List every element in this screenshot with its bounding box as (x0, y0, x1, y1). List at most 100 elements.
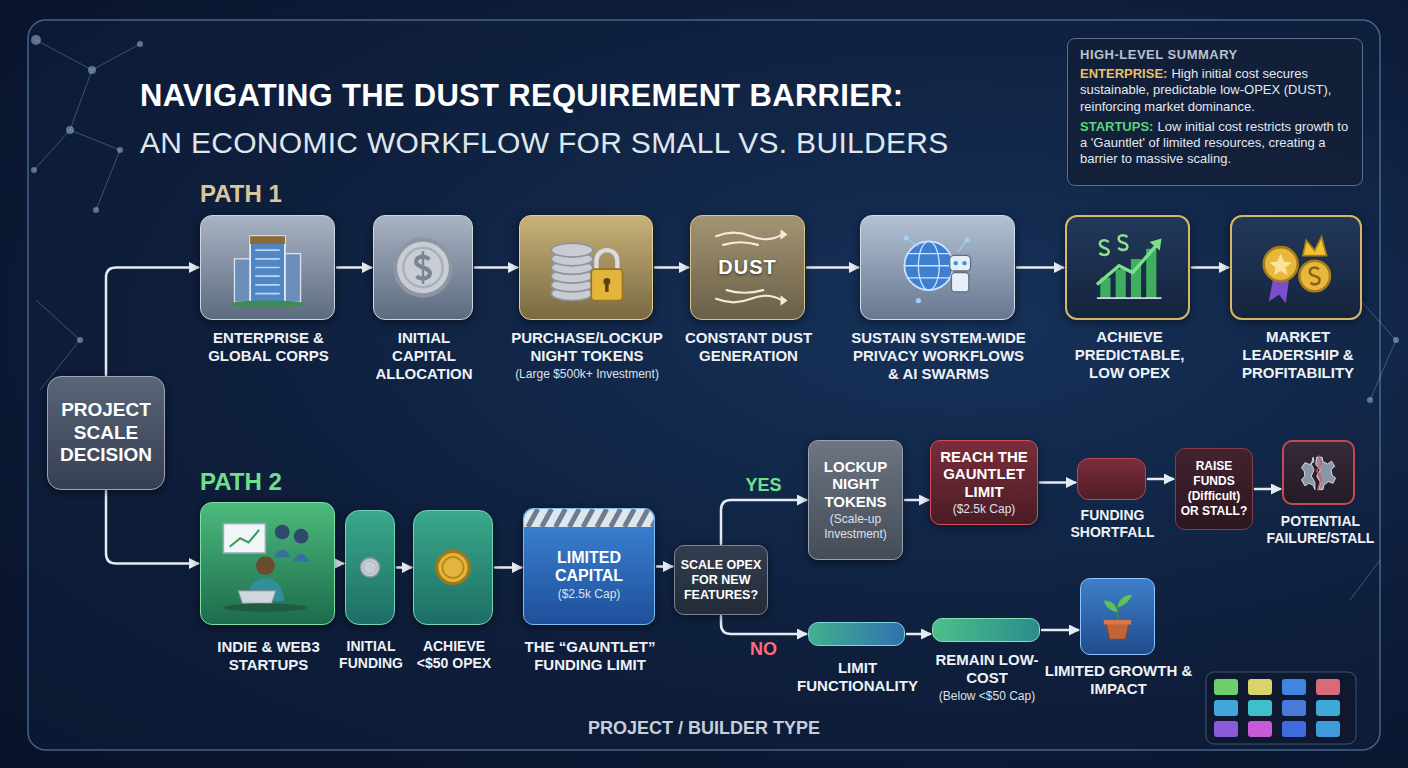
caption-text: ENTERPRISE & GLOBAL CORPS (194, 329, 344, 365)
illustration-part (403, 248, 442, 287)
flow-arrow (1192, 266, 1228, 269)
caption-block: SUSTAIN SYSTEM-WIDE PRIVACY WORKFLOWS & … (850, 329, 1028, 383)
flow-arrow (905, 499, 928, 502)
grid-square (1282, 679, 1306, 695)
grid-square (1316, 721, 1340, 737)
illustration-part (364, 561, 377, 574)
diagram-title: NAVIGATING THE DUST REQUIREMENT BARRIER: (140, 78, 903, 114)
box-text: DUST (718, 256, 776, 279)
color-grid (1206, 672, 1356, 744)
process-box: REACH THE GAUNTLET LIMIT($2.5k Cap) (930, 440, 1038, 525)
caption-block: LIMIT FUNCTIONALITY (790, 659, 925, 695)
decision-box: PROJECT SCALE DECISION (47, 376, 165, 490)
icon-box: INITIAL CAPITAL ALLOCATION (373, 215, 473, 320)
pill-box: FUNDING SHORTFALL (1077, 458, 1146, 500)
illustration-part (781, 229, 788, 306)
caption-text: LIMITED GROWTH & IMPACT (1044, 662, 1194, 698)
illustration-part (294, 529, 309, 544)
illustration-part (950, 255, 971, 292)
grid-panel (1206, 672, 1356, 744)
summary-key: STARTUPS: (1080, 119, 1153, 134)
icon-illustration (869, 224, 1006, 311)
flow-arrow (721, 616, 806, 634)
process-box: LIMITED CAPITAL($2.5k Cap)THE “GAUNTLET”… (523, 508, 655, 625)
caption-text: (Below <$50 Cap) (939, 689, 1035, 704)
illustration-part (1116, 269, 1126, 298)
illustration-part (250, 236, 285, 244)
illustration-part (1104, 620, 1131, 625)
icon-illustration (422, 519, 484, 616)
grid-square (1248, 679, 1272, 695)
caption-block: THE “GAUNTLET” FUNDING LIMIT (508, 638, 673, 674)
caption-block: POTENTIAL FAILURE/STALL (1259, 513, 1383, 547)
caption-text: INITIAL FUNDING (333, 638, 409, 672)
icon-box: SUSTAIN SYSTEM-WIDE PRIVACY WORKFLOWS & … (860, 215, 1015, 320)
box-text: LIMITED CAPITAL (528, 549, 650, 586)
illustration-part (250, 236, 285, 302)
icon-box: ACHIEVE PREDICTABLE, LOW OPEX (1065, 215, 1190, 320)
illustration-part (1097, 297, 1162, 299)
box-text: (Scale-up Investment) (813, 512, 898, 542)
grid-square (1316, 679, 1340, 695)
flow-arrow (655, 266, 688, 269)
icon-box: INDIE & WEB3 STARTUPS (200, 502, 335, 625)
illustration-part (1099, 235, 1127, 255)
icon-box: LIMITED GROWTH & IMPACT (1080, 578, 1155, 655)
network-dot (93, 207, 99, 213)
flow-arrow (337, 266, 371, 269)
icon-illustration (1240, 225, 1352, 310)
illustration-part (275, 525, 309, 544)
network-dot (31, 167, 37, 173)
stripe-band (524, 509, 654, 527)
caption-text: INDIE & WEB3 STARTUPS (194, 638, 344, 674)
network-dot (77, 337, 83, 343)
pill-box: ACHIEVE <$50 OPEX (413, 510, 493, 625)
pill-box: REMAIN LOW-COST(Below <$50 Cap) (932, 618, 1040, 642)
illustration-part (716, 233, 782, 240)
caption-block: LIMITED GROWTH & IMPACT (1044, 662, 1194, 698)
illustration-part (395, 240, 451, 296)
caption-text: THE “GAUNTLET” FUNDING LIMIT (508, 638, 673, 674)
grid-square (1316, 700, 1340, 716)
grid-square (1282, 700, 1306, 716)
caption-text: POTENTIAL FAILURE/STALL (1259, 513, 1383, 547)
flow-arrow (1042, 629, 1078, 632)
illustration-part (1317, 455, 1322, 490)
flow-arrow (495, 566, 521, 569)
summary-paragraph: STARTUPS:Low initial cost restricts grow… (1080, 119, 1350, 168)
flow-arrow (1017, 266, 1063, 269)
illustration-part (962, 261, 966, 265)
illustration-part (727, 290, 764, 293)
caption-block: FUNDING SHORTFALL (1063, 507, 1163, 541)
illustration-part (437, 551, 469, 583)
illustration-part (524, 509, 654, 527)
illustration-part (234, 259, 251, 303)
network-dots (31, 35, 1399, 403)
caption-text: PURCHASE/LOCKUP NIGHT TOKENS (505, 329, 670, 365)
grid-square (1248, 700, 1272, 716)
illustration-part (442, 557, 463, 578)
illustration-part (716, 233, 782, 303)
edge-label: NO (750, 639, 777, 660)
network-dot (117, 147, 123, 153)
caption-text: FUNDING SHORTFALL (1063, 507, 1163, 541)
icon-illustration (209, 224, 326, 311)
illustration-part (951, 273, 968, 292)
icon-box: POTENTIAL FAILURE/STALL (1282, 440, 1355, 505)
icon-box: MARKET LEADERSHIP & PROFITABILITY (1230, 215, 1362, 320)
box-text: RAISE FUNDS (Difficult) OR STALL? (1179, 459, 1249, 519)
caption-text: MARKET LEADERSHIP & PROFITABILITY (1227, 328, 1369, 382)
icon-illustration (1075, 225, 1180, 310)
caption-block: INITIAL FUNDING (333, 638, 409, 672)
subtitle: AN ECONOMIC WORKFLOW FOR SMALL VS. BUILD… (140, 126, 949, 160)
caption-block: MARKET LEADERSHIP & PROFITABILITY (1227, 328, 1369, 382)
box-text: PROJECT SCALE DECISION (54, 399, 158, 467)
caption-block: PURCHASE/LOCKUP NIGHT TOKENS(Large $500k… (505, 329, 670, 382)
caption-text: REMAIN LOW-COST (928, 651, 1046, 687)
grid-square (1248, 721, 1272, 737)
flow-arrow (657, 565, 672, 568)
illustration-part (1106, 623, 1129, 639)
illustration-part (954, 261, 958, 265)
illustration-part (904, 241, 953, 290)
